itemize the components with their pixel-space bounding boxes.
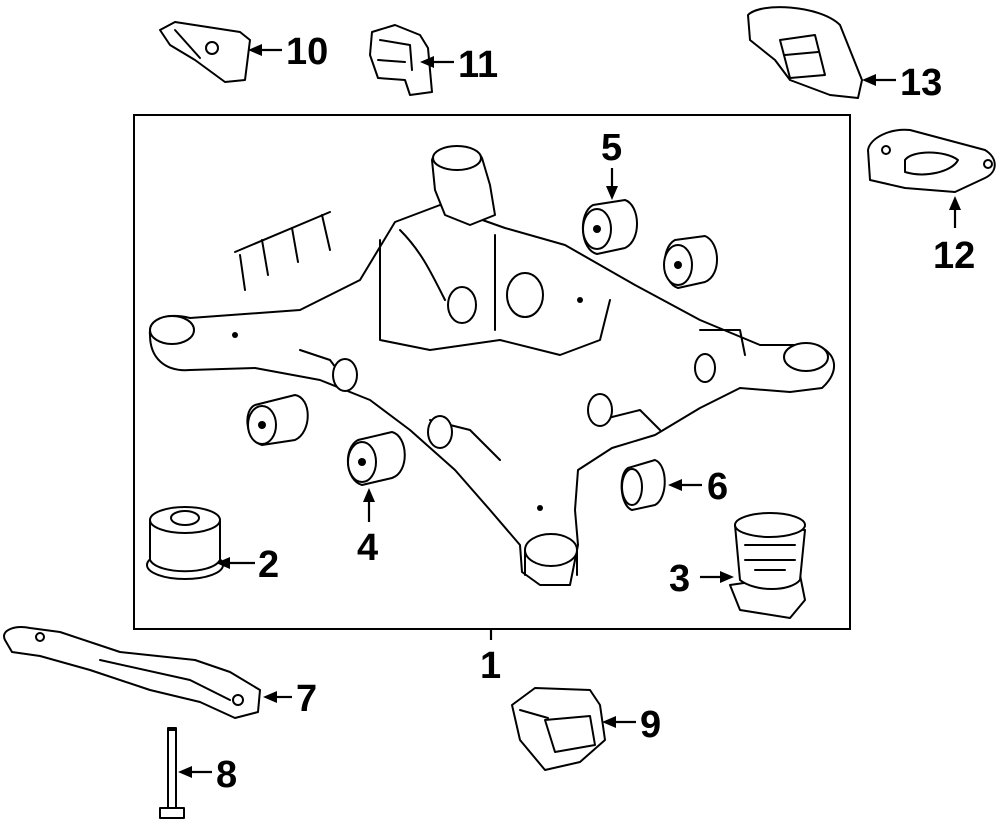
mount-3: [729, 512, 806, 619]
callout-8-label: 8: [216, 754, 237, 796]
callout-13: 13: [862, 62, 942, 104]
bushing-2: [146, 506, 224, 580]
subframe-part: [148, 145, 836, 586]
callout-3-label: 3: [669, 558, 690, 600]
callout-2: 2: [216, 544, 279, 586]
bracket-11: [369, 24, 433, 96]
callout-7: 7: [263, 678, 317, 720]
bushing-5: [581, 199, 638, 255]
callout-4-label: 4: [357, 527, 378, 569]
callout-5: 5: [601, 127, 622, 200]
bracket-12: [867, 128, 996, 193]
callout-11: 11: [420, 44, 498, 86]
bushing-left: [246, 394, 309, 446]
bolt-8: [159, 727, 185, 819]
callout-10-label: 10: [286, 31, 328, 73]
arm-7: [3, 626, 261, 719]
callout-9: 9: [602, 704, 661, 746]
bracket-10: [159, 21, 251, 83]
callout-1-label: 1: [480, 645, 501, 687]
bushing-6: [620, 459, 666, 511]
callout-12-label: 12: [933, 235, 975, 277]
callout-5-label: 5: [601, 127, 622, 169]
callout-6: 6: [668, 466, 728, 508]
callout-3: 3: [669, 558, 734, 600]
callout-11-label: 11: [458, 44, 498, 86]
bushing-right: [663, 235, 718, 289]
callout-7-label: 7: [296, 678, 317, 720]
callout-6-label: 6: [707, 466, 728, 508]
callout-1: 1: [480, 629, 501, 687]
callout-2-label: 2: [258, 544, 279, 586]
callout-10: 10: [248, 31, 328, 73]
callout-12: 12: [933, 196, 975, 277]
callout-9-label: 9: [640, 704, 661, 746]
bushing-4: [346, 431, 406, 486]
callout-4: 4: [357, 488, 378, 569]
callout-8: 8: [178, 754, 237, 796]
callout-13-label: 13: [900, 62, 942, 104]
cover-13: [747, 6, 863, 99]
bracket-9: [511, 687, 606, 771]
